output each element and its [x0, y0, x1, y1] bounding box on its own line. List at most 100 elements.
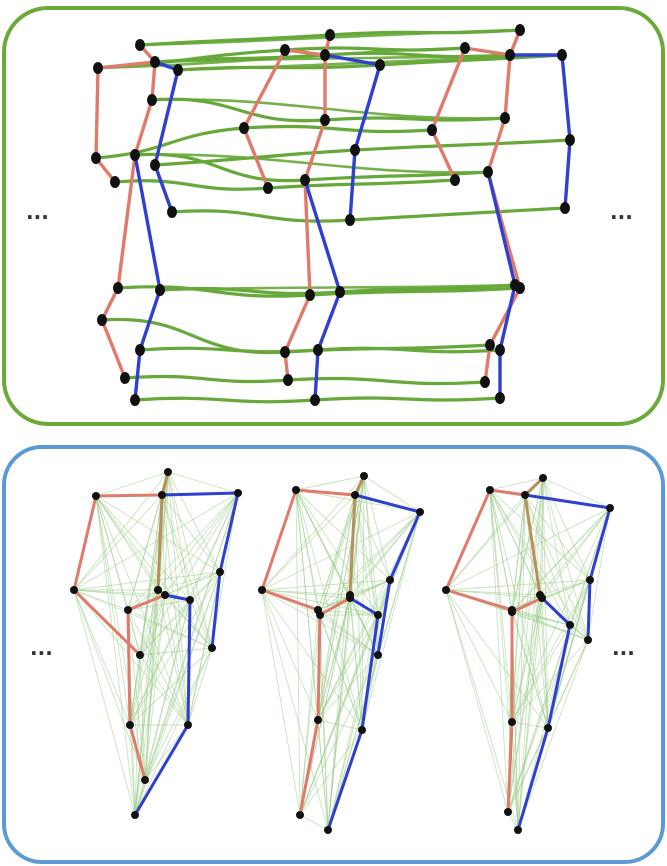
attention-edge [489, 489, 571, 626]
attention-edge [317, 511, 421, 611]
skeleton-bone [444, 588, 514, 612]
skeleton-bone [523, 493, 542, 597]
skeleton-joint [538, 594, 546, 602]
attention-edge [127, 609, 141, 656]
attention-edge [129, 647, 213, 726]
skeleton-joint [500, 112, 510, 124]
temporal-edge [313, 396, 502, 402]
skeleton-joint [495, 392, 505, 404]
skeleton-joint [360, 472, 368, 480]
attention-edge [211, 492, 239, 649]
attention-edge [511, 477, 544, 723]
attention-edge [261, 589, 329, 831]
attention-edge [511, 477, 544, 613]
skeleton-joint [504, 808, 512, 816]
skeleton-bone [323, 53, 382, 67]
attention-edge [95, 495, 159, 591]
attention-edge [354, 494, 391, 581]
attention-edge [139, 589, 159, 656]
top-right-ellipsis: ··· [610, 205, 633, 229]
attention-edge [349, 579, 391, 596]
attention-edge [317, 614, 379, 721]
skeleton-bone [126, 593, 167, 612]
attention-edge [349, 597, 363, 731]
attention-edge [511, 611, 571, 626]
skeleton-bone [218, 491, 240, 574]
skeleton-joint [544, 724, 552, 732]
attention-edge [95, 495, 136, 816]
skeleton-bone [298, 718, 320, 817]
attention-edge [327, 494, 356, 831]
skeleton-bone [463, 46, 512, 57]
attention-edge [129, 724, 136, 816]
skeleton-bone [94, 66, 100, 160]
skeleton-bone [133, 348, 142, 402]
attention-edge [73, 471, 169, 591]
skeleton-bone [150, 60, 157, 102]
skeleton-joint [514, 826, 522, 834]
attention-edge [95, 495, 213, 649]
attention-edge [511, 507, 611, 613]
skeleton-joint [485, 339, 495, 351]
attention-edge [542, 477, 591, 581]
attention-edge [547, 639, 589, 729]
bottom-left-ellipsis: ··· [30, 641, 53, 665]
attention-edge [95, 495, 129, 611]
skeleton-bone [133, 98, 154, 157]
attention-edge [361, 511, 421, 731]
bottom-skeleton-bones [72, 470, 612, 832]
attention-edge [542, 477, 571, 626]
top-skeleton-joints [91, 24, 575, 406]
attention-edge [157, 492, 239, 591]
attention-edge [445, 507, 611, 591]
attention-edge [517, 639, 589, 831]
attention-edge [261, 589, 319, 721]
attention-edge [295, 489, 321, 616]
skeleton-joint [234, 489, 242, 497]
skeleton-joint [120, 372, 130, 384]
skeleton-joint [335, 286, 345, 298]
skeleton-bone [242, 126, 270, 190]
skeleton-joint [508, 608, 516, 616]
temporal-edge [286, 376, 487, 386]
attention-edge [327, 579, 391, 831]
skeleton-joint [184, 721, 192, 729]
temporal-edge [316, 346, 502, 354]
skeleton-joint [154, 586, 162, 594]
temporal-edge [153, 53, 512, 64]
skeleton-joint [560, 202, 570, 214]
temporal-edge [266, 178, 457, 190]
skeleton-bone [430, 46, 467, 132]
attention-edge [445, 589, 519, 831]
attention-edge [507, 597, 543, 813]
attention-edge [541, 507, 611, 599]
attention-edge [73, 589, 191, 601]
skeleton-joint [486, 486, 494, 494]
attention-edge [511, 611, 589, 641]
skeleton-joint [300, 174, 310, 186]
skeleton-joint [325, 29, 335, 41]
attention-edge [134, 647, 213, 816]
skeleton-joint [130, 149, 140, 161]
attention-edge [489, 489, 509, 813]
attention-edge [129, 599, 191, 726]
skeleton-bone [128, 723, 147, 782]
skeleton-bone [540, 596, 572, 627]
attention-edge [569, 579, 591, 626]
attention-edge [127, 492, 239, 611]
skeleton-joint [375, 59, 385, 71]
skeleton-bone [126, 608, 132, 727]
skeleton-bone [313, 348, 320, 402]
skeleton-joint [539, 474, 547, 482]
attention-edge [317, 609, 379, 656]
skeleton-joint [164, 468, 172, 476]
skeleton-bone [163, 593, 192, 602]
skeleton-bone [388, 510, 422, 582]
skeleton-joint [505, 49, 515, 61]
attention-edge [363, 475, 391, 581]
skeleton-joint [97, 314, 107, 326]
temporal-edge [94, 126, 246, 160]
attention-edge [95, 495, 166, 596]
skeleton-bone [242, 48, 287, 130]
